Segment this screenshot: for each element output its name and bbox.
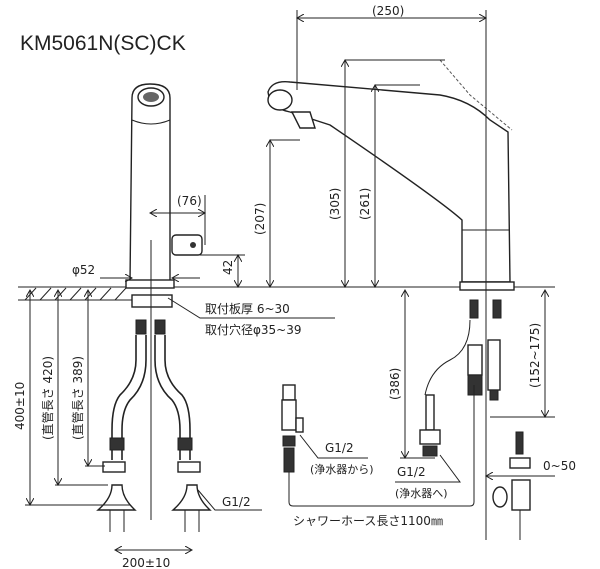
dim-width-250: (250) <box>372 4 404 18</box>
dim-phi52: φ52 <box>72 263 95 277</box>
from-purifier-thread: G1/2 <box>325 441 354 455</box>
dim-207: (207) <box>253 203 267 235</box>
plate-thickness-note: 取付板厚 6~30 <box>205 302 290 316</box>
hole-diameter-note: 取付穴径φ35~39 <box>205 322 302 337</box>
dim-pipe-420: (直管長さ 420) <box>40 356 55 440</box>
dim-386: (386) <box>388 368 402 400</box>
model-title: KM5061N(SC)CK <box>20 32 186 55</box>
dim-offset: 0~50 <box>543 459 576 473</box>
dim-152-175: (152~175) <box>528 323 542 388</box>
valve-thread-label: G1/2 <box>222 495 251 509</box>
to-purifier-label: (浄水器へ) <box>395 486 448 500</box>
to-purifier-thread: G1/2 <box>397 465 426 479</box>
from-purifier-label: (浄水器から) <box>310 462 374 476</box>
purifier-fittings <box>281 384 475 507</box>
front-view-faucet <box>96 83 212 532</box>
dim-200: 200±10 <box>122 556 170 569</box>
dim-305: (305) <box>328 188 342 220</box>
dim-261: (261) <box>358 188 372 220</box>
side-view-faucet <box>267 10 531 540</box>
dim-42: 42 <box>221 260 235 275</box>
dimension-lines <box>25 10 555 550</box>
dim-76: (76) <box>177 194 202 208</box>
dim-pipe-389: (直管長さ 389) <box>70 356 85 440</box>
dim-400: 400±10 <box>13 382 27 430</box>
hose-length-note: シャワーホース長さ1100㎜ <box>293 514 443 528</box>
